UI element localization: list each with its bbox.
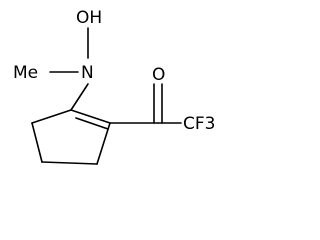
bond-n-c1: [70, 83, 89, 111]
ring-bond-c1-c2: [70, 109, 111, 124]
carbonyl-oxygen-label: O: [152, 65, 165, 85]
methyl-label: Me: [13, 63, 38, 83]
ring-bond-c2-c3: [96, 122, 111, 165]
ring-double-bond-c1-c2: [75, 117, 109, 130]
nitrogen-label: N: [81, 63, 94, 83]
ring-bond-c4-c5: [31, 122, 43, 163]
ring-bond-c3-c4: [41, 161, 98, 165]
hydroxyl-label: OH: [76, 8, 102, 28]
trifluoromethyl-label: CF3: [183, 114, 215, 134]
chemical-structure-diagram: OH N Me O CF3: [13, 8, 215, 165]
ring-bond-c5-c1: [31, 109, 72, 124]
